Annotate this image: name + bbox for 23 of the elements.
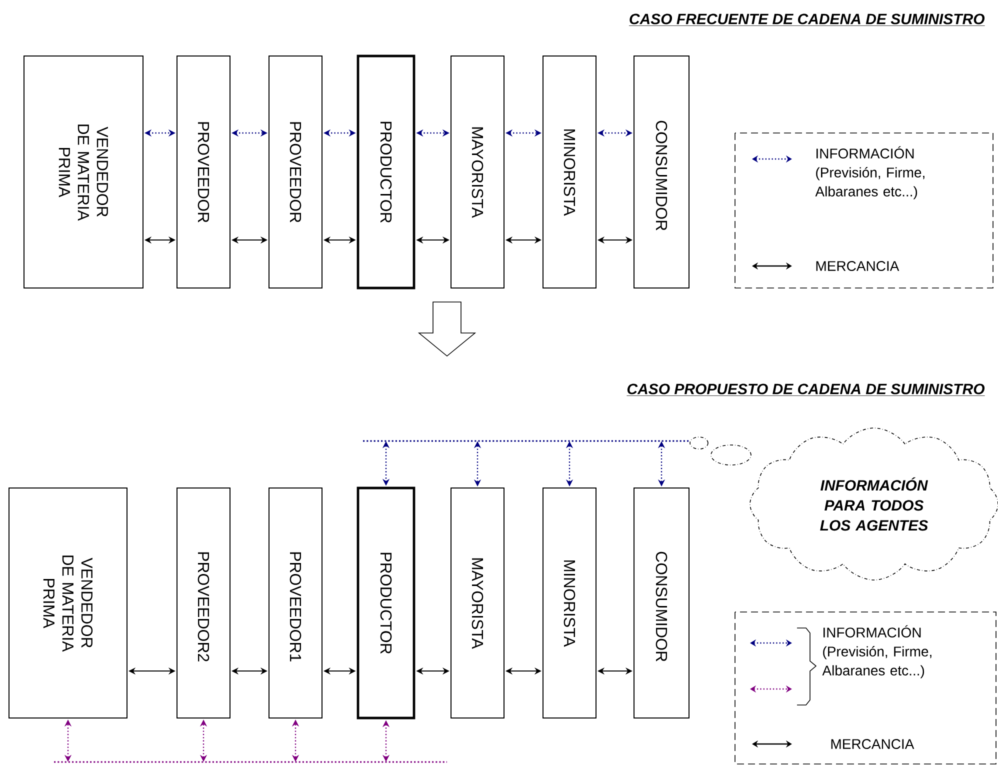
agent-box: MAYORISTA <box>450 56 504 288</box>
dotted-bus-line <box>54 761 447 763</box>
agent-box: MAYORISTA <box>450 488 504 718</box>
agent-box: PROVEEDOR <box>176 56 230 288</box>
heading: CASO PROPUESTO DE CADENA DE SUMINISTRO <box>626 384 985 396</box>
thought-cloud: INFORMACIÓN PARA TODOS LOS AGENTES <box>690 428 998 580</box>
agent-box: PROVEEDOR <box>268 56 322 288</box>
legend-text: MERCANCIA <box>831 739 914 749</box>
agent-box: CONSUMIDOR <box>634 488 690 718</box>
agent-box: VENDEDOR DE MATERIA PRIMA <box>8 488 128 718</box>
legend-text: INFORMACIÓN (Previsión, Firme, Albaranes etc...) <box>815 146 924 200</box>
agent-box: VENDEDOR DE MATERIA PRIMA <box>24 56 144 288</box>
legend-text: MERCANCIA <box>816 261 900 271</box>
dotted-bus-line <box>363 440 690 442</box>
agent-box: PROVEEDOR1 <box>268 488 322 718</box>
agent-box: MINORISTA <box>542 56 596 288</box>
agent-box: PROVEEDOR2 <box>176 488 230 718</box>
legend-text: INFORMACIÓN (Previsión, Firme, Albaranes etc...) <box>822 625 932 678</box>
agent-box: PRODUCTOR <box>356 54 416 290</box>
agent-box: PRODUCTOR <box>356 486 416 720</box>
heading: CASO FRECUENTE DE CADENA DE SUMINISTRO <box>628 14 985 26</box>
agent-box: MINORISTA <box>542 488 596 718</box>
agent-box: CONSUMIDOR <box>634 56 690 288</box>
